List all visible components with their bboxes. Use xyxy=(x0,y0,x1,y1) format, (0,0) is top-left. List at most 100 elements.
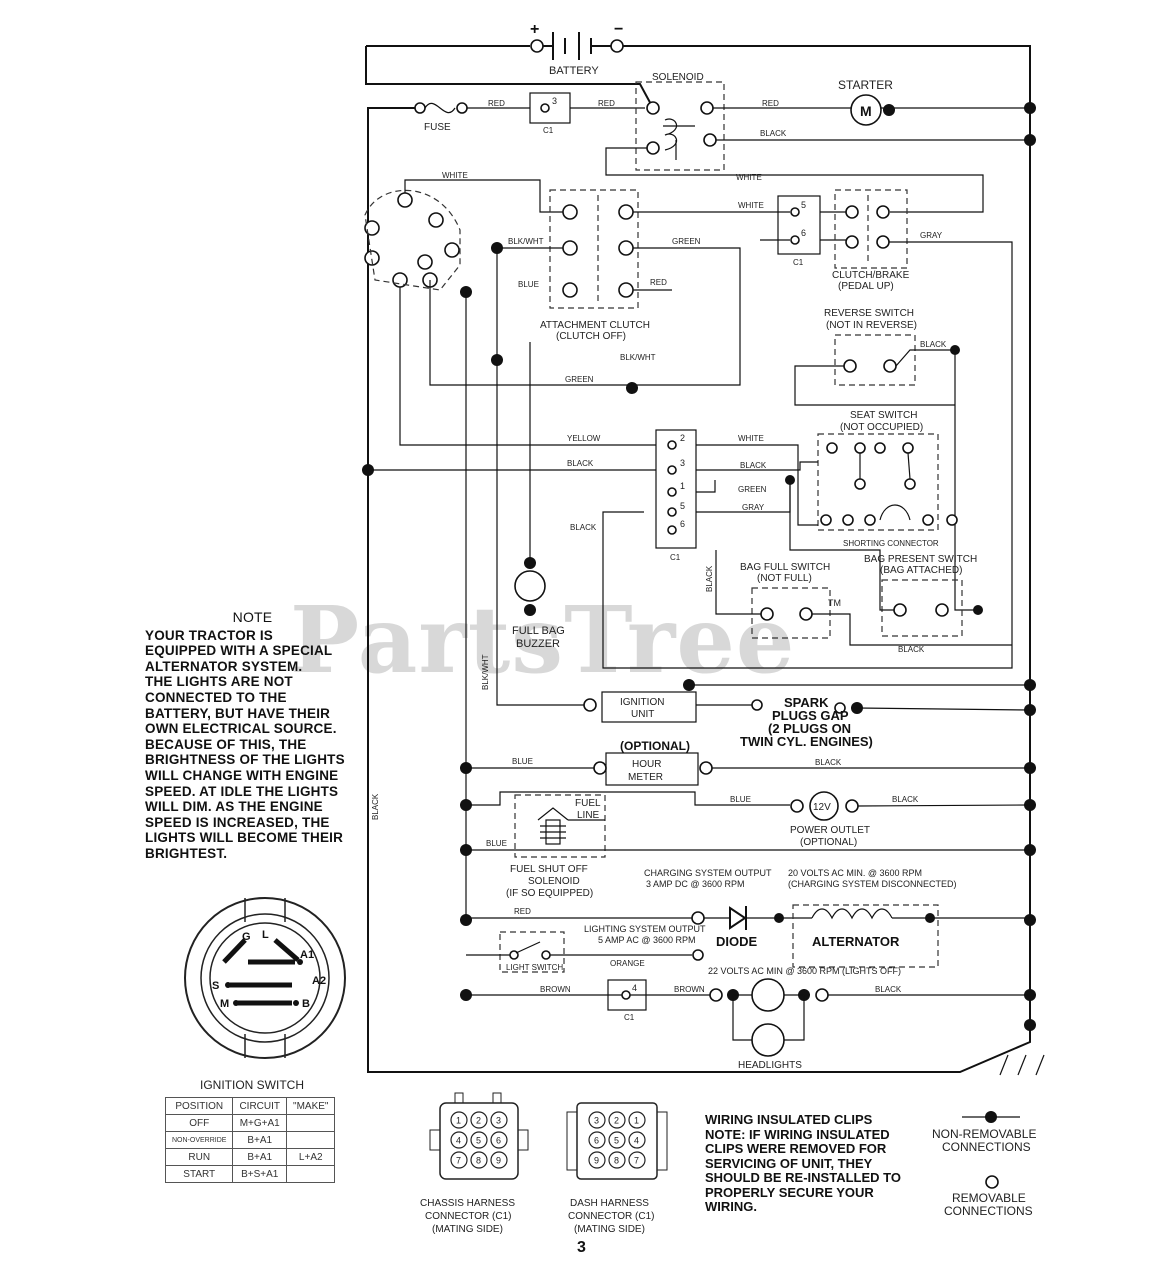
c1-pin-5 xyxy=(790,207,800,217)
bag-full-box xyxy=(751,587,831,639)
ground-symbol xyxy=(999,1054,1045,1076)
c1-middle-label: C1 xyxy=(670,553,681,562)
solenoid-wire-red: RED xyxy=(598,99,615,108)
fuel-solenoid-label-1: FUEL SHUT OFF xyxy=(510,864,588,875)
bag-wire-black: BLACK xyxy=(898,645,925,654)
legend-removable-2: CONNECTIONS xyxy=(944,1204,1033,1218)
wire-spark-ground xyxy=(856,707,1031,711)
ign-cell: B+S+A1 xyxy=(232,1165,288,1183)
ignition-unit-box xyxy=(601,691,697,723)
diode-label: DIODE xyxy=(716,934,758,949)
starter-terminal xyxy=(883,104,895,116)
dash-pin xyxy=(588,1111,606,1129)
clutch-brake-contacts xyxy=(845,195,890,262)
legend-removable-1: REMOVABLE xyxy=(952,1191,1026,1205)
c1-pin-6b-label: 6 xyxy=(680,519,685,529)
ignition-letter-m: M xyxy=(220,998,229,1010)
dash-pin xyxy=(588,1151,606,1169)
buzzer-bottom-node xyxy=(524,604,536,616)
power-outlet-terminal-a xyxy=(790,799,804,813)
watermark: PartsTree xyxy=(290,586,795,694)
ignition-letter-a1: A1 xyxy=(300,949,314,961)
solenoid-box xyxy=(635,81,725,171)
chassis-pin-label: 9 xyxy=(496,1156,501,1166)
c1-box-clutch xyxy=(777,195,821,255)
c1-box-fuse xyxy=(529,92,571,124)
dash-label-3: (MATING SIDE) xyxy=(574,1224,645,1235)
ac-volts-label-2: (CHARGING SYSTEM DISCONNECTED) xyxy=(788,879,957,889)
fuse-label: FUSE xyxy=(424,122,451,133)
chassis-pin-label: 8 xyxy=(476,1156,481,1166)
starter-motor xyxy=(850,94,882,126)
hour-meter-terminal-b xyxy=(699,761,713,775)
starter-wire-red: RED xyxy=(762,99,779,108)
reverse-contact-a xyxy=(843,359,857,373)
wire-brown-2: BROWN xyxy=(674,985,705,994)
black-wire-bag xyxy=(812,613,1012,646)
node-charging xyxy=(460,914,472,926)
chassis-pin xyxy=(450,1131,468,1149)
ign-header-make: "MAKE" xyxy=(286,1097,336,1115)
dash-pin-label: 3 xyxy=(594,1116,599,1126)
attachment-clutch-label: ATTACHMENT CLUTCH xyxy=(540,320,650,331)
ign-header-position: POSITION xyxy=(164,1097,234,1115)
spark-label-3: (2 PLUGS ON xyxy=(768,721,851,736)
hour-wire-black: BLACK xyxy=(815,758,842,767)
light-switch-box xyxy=(499,931,565,973)
chassis-pin-label: 4 xyxy=(456,1136,461,1146)
green-wire-clutch xyxy=(633,247,741,386)
fuel-solenoid-label-3: (IF SO EQUIPPED) xyxy=(506,888,593,899)
dash-label-1: DASH HARNESS xyxy=(570,1198,649,1209)
legend-removable-ring xyxy=(985,1175,999,1189)
dash-pin-label: 4 xyxy=(634,1136,639,1146)
dash-pin xyxy=(628,1131,646,1149)
dash-pin-label: 1 xyxy=(634,1116,639,1126)
bag-full-contact-b xyxy=(799,607,813,621)
c1-clutch-label: C1 xyxy=(793,258,804,267)
ignition-switch-label: IGNITION SWITCH xyxy=(200,1078,304,1092)
node-reverse xyxy=(950,345,960,355)
legend-non-removable-1: NON-REMOVABLE xyxy=(932,1127,1036,1141)
light-switch-lever xyxy=(515,941,541,954)
headlight-symbols xyxy=(709,978,829,1057)
reverse-wire-black-label: BLACK xyxy=(920,340,947,349)
node-fuel xyxy=(460,844,472,856)
ign-cell xyxy=(286,1114,336,1132)
node-power xyxy=(460,799,472,811)
chassis-pin xyxy=(470,1131,488,1149)
battery-label: BATTERY xyxy=(549,65,599,77)
seat-switch-box xyxy=(817,433,939,531)
fuel-solenoid-box xyxy=(514,794,606,858)
c1-box-middle xyxy=(655,429,697,549)
ac-volts-label-1: 20 VOLTS AC MIN. @ 3600 RPM xyxy=(788,868,922,878)
buzzer-symbol xyxy=(514,570,546,602)
reverse-switch-label: REVERSE SWITCH xyxy=(824,308,914,319)
chassis-pin xyxy=(450,1151,468,1169)
watermark-tm: TM xyxy=(828,598,841,608)
ign-header-circuit: CIRCUIT xyxy=(232,1097,288,1115)
frame-wire-black: BLACK xyxy=(371,793,380,820)
ign-cell xyxy=(286,1131,336,1149)
ignition-letter-s: S xyxy=(212,980,219,992)
hour-meter-label-2: METER xyxy=(628,772,663,783)
chassis-pin xyxy=(490,1131,508,1149)
black-wire-seat xyxy=(696,461,818,471)
dash-pin-label: 6 xyxy=(594,1136,599,1146)
alternator-coil xyxy=(811,908,1030,920)
ign-cell: L+A2 xyxy=(286,1148,336,1166)
lighting-terminal xyxy=(692,949,704,961)
dash-pin-label: 2 xyxy=(614,1116,619,1126)
c1-headlight-label: C1 xyxy=(624,1013,635,1022)
alternator-box xyxy=(792,904,939,968)
c1-pin-3-fuse xyxy=(540,103,550,113)
note-title: NOTE xyxy=(232,609,273,625)
clutch-brake-state: (PEDAL UP) xyxy=(838,281,894,292)
ignition-wire-white: WHITE xyxy=(442,171,468,180)
ign-cell: B+A1 xyxy=(232,1131,288,1149)
reverse-switch-state: (NOT IN REVERSE) xyxy=(826,320,917,331)
battery-minus: − xyxy=(614,21,623,38)
fuel-line-label-1: FUEL xyxy=(575,798,601,809)
spark-plug-2 xyxy=(834,702,846,714)
ground-wire-black: BLACK xyxy=(760,129,787,138)
charging-terminal xyxy=(691,911,705,925)
